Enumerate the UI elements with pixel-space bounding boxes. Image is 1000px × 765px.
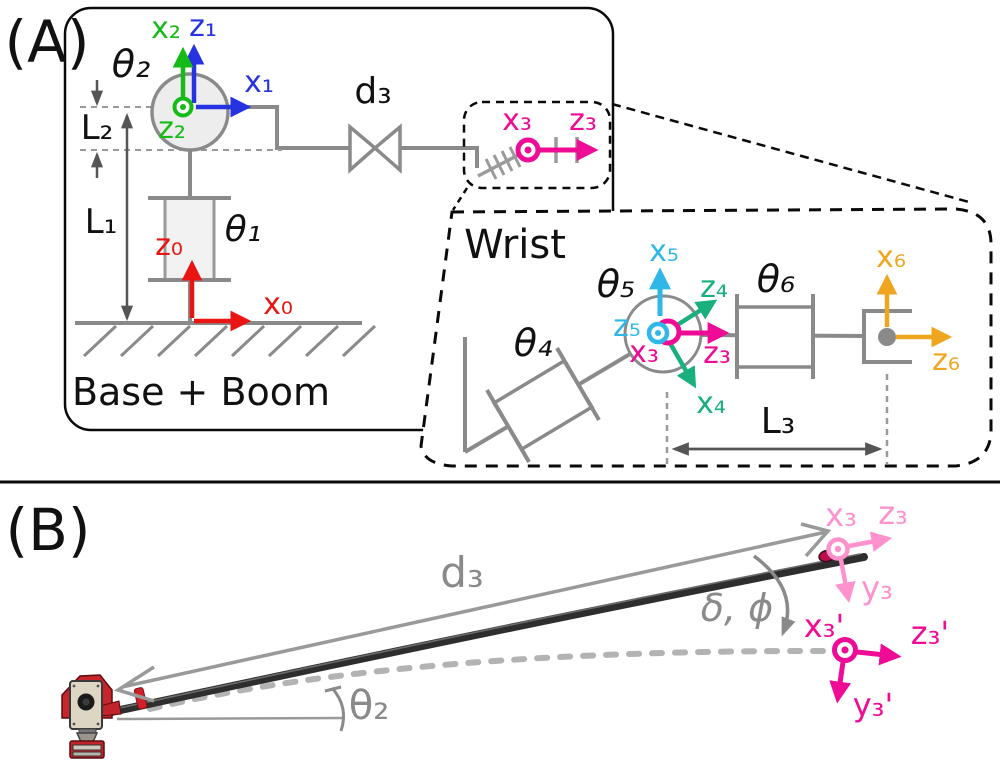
z3-axis-label-wrist: z₃ xyxy=(703,336,731,371)
d3-joint-label: d₃ xyxy=(354,71,392,112)
x5-axis-label: x₅ xyxy=(649,234,679,269)
theta6-label: θ₆ xyxy=(756,257,796,301)
z4-axis-label: z₄ xyxy=(700,270,728,305)
z1-axis-label: z₁ xyxy=(189,9,217,44)
wrist-title: Wrist xyxy=(464,222,566,268)
d3-arrowhead-right xyxy=(800,522,832,558)
flex-link-line xyxy=(477,150,525,178)
z4-axis-arrow xyxy=(672,299,718,329)
callout-connector-left xyxy=(451,187,469,211)
y3-axis-arrow-b xyxy=(835,559,856,604)
l1-length-label: L₁ xyxy=(84,202,118,242)
deflected-boom-dashed-curve xyxy=(147,647,841,712)
x4-axis-arrow xyxy=(668,341,697,389)
l2-length-label: L₂ xyxy=(80,108,114,148)
frame3-callout-box xyxy=(462,100,612,190)
theta5-label: θ₅ xyxy=(596,262,636,306)
z3-axis-label-small: z₃ xyxy=(569,103,597,138)
z2-out-of-plane-dot xyxy=(180,104,186,110)
end-effector-pivot-dot xyxy=(878,328,896,346)
theta2-arc-tick xyxy=(324,685,342,693)
prismatic-joint-symbol xyxy=(348,123,402,174)
x3-axis-label-wrist: x₃ xyxy=(629,335,659,370)
x3-out-of-plane-dot-b xyxy=(834,545,842,553)
y3-axis-label-b: y₃ xyxy=(861,569,893,607)
d3-boom-length-label: d₃ xyxy=(440,548,484,597)
ground-hatching xyxy=(82,324,377,358)
x3-out-of-plane-dot-small xyxy=(524,146,532,154)
y3p-axis-arrow xyxy=(829,661,852,704)
z3-axis-label-b: z₃ xyxy=(878,494,908,532)
d3-measure-line xyxy=(121,530,827,689)
theta2-label: θ₂ xyxy=(111,42,151,86)
x1-axis-label: x₁ xyxy=(244,65,274,100)
z5-out-of-plane-dot xyxy=(655,330,661,336)
callout-connector-top xyxy=(611,102,970,204)
deflection-angle-arc xyxy=(752,554,796,637)
x6-axis-label: x₆ xyxy=(876,240,906,275)
panel-b-label: (B) xyxy=(5,496,91,564)
theta6-cylinder xyxy=(735,305,815,369)
x0-axis-label: x₀ xyxy=(263,287,293,322)
z0-axis-label: z₀ xyxy=(155,228,183,263)
theta4-cap-2 xyxy=(555,346,601,422)
theta1-label: θ₁ xyxy=(224,209,262,250)
horizontal-ref-line xyxy=(116,716,346,721)
base-boom-caption: Base + Boom xyxy=(71,370,331,414)
theta2-angle-arc xyxy=(330,687,345,732)
wrist-inset-group xyxy=(419,207,993,468)
x4-axis-label: x₄ xyxy=(696,386,726,421)
x2-axis-label: x₂ xyxy=(151,11,181,46)
z6-axis-label: z₆ xyxy=(932,343,960,378)
deflection-angles-label: δ, ϕ xyxy=(700,586,774,630)
d3-arrowhead-left xyxy=(113,665,155,703)
panel-b-group xyxy=(0,480,1000,759)
boom-rod-highlight xyxy=(109,553,861,711)
x3-axis-label-b: x₃ xyxy=(825,496,857,534)
x3-axis-label-small: x₃ xyxy=(502,103,532,138)
theta4-label: θ₄ xyxy=(513,321,553,365)
theta4-cap-1 xyxy=(485,388,531,464)
robot-base-illustration xyxy=(61,674,122,759)
y3p-axis-label: y₃' xyxy=(852,686,894,724)
boom-rod xyxy=(98,553,868,718)
panel-a-group xyxy=(63,6,615,432)
z3p-axis-label: z₃' xyxy=(910,614,950,652)
z2-axis-label: z₂ xyxy=(158,111,186,146)
flex-link-crossbars xyxy=(484,146,522,180)
z3p-axis-arrow xyxy=(856,643,902,666)
x3p-axis-label: x₃' xyxy=(803,607,845,645)
z3-axis-arrow-b xyxy=(848,531,893,552)
x3p-out-of-plane-dot xyxy=(841,646,849,654)
z5-axis-label: z₅ xyxy=(613,309,641,344)
theta2-pitch-label: θ₂ xyxy=(348,683,390,729)
l3-length-label: L₃ xyxy=(760,401,796,442)
panel-a-label: (A) xyxy=(4,8,90,76)
